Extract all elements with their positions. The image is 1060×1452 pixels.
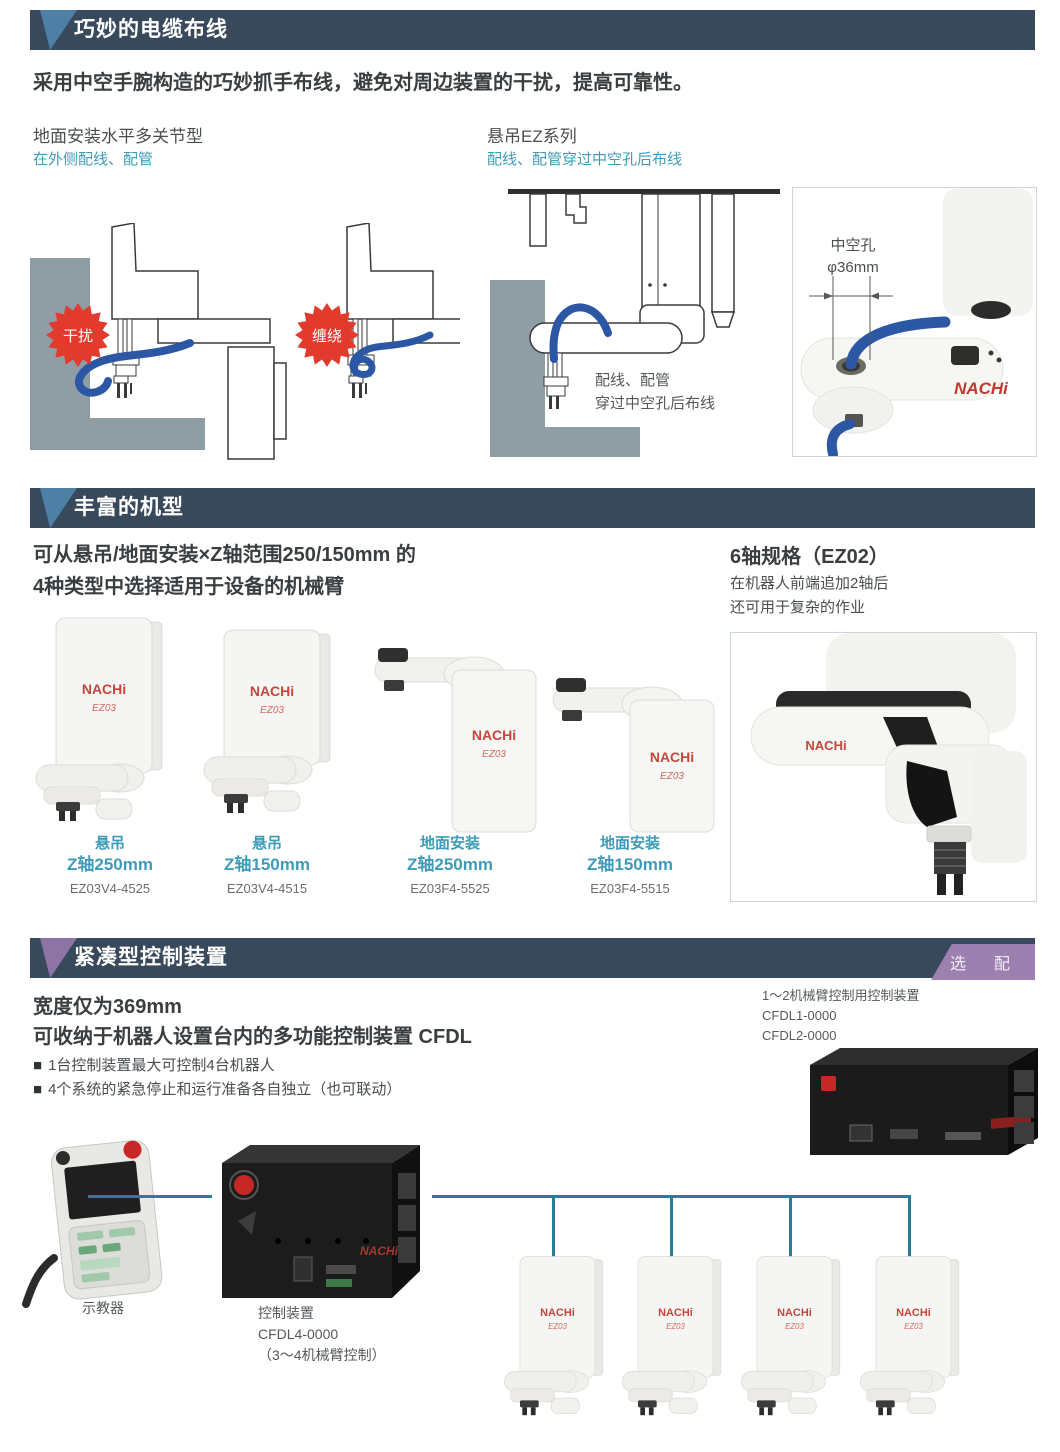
cable-through-hole-path	[549, 303, 612, 363]
six-axis-photo: NACHi	[730, 632, 1037, 902]
cable-entangled-path	[349, 331, 434, 379]
entangle-badge: 缠绕	[295, 303, 359, 367]
six-axis-title: 6轴规格（EZ02）	[730, 546, 889, 568]
nachi-logo: NACHi	[954, 379, 1009, 398]
emergency-stop-icon	[123, 1140, 142, 1159]
section1-title: 巧妙的电缆布线	[74, 18, 228, 41]
pendant-connection-line	[88, 1195, 212, 1198]
main-controller-line2: CFDL4-0000	[258, 1326, 339, 1342]
hanging-caption-line2: 穿过中空孔后布线	[595, 395, 715, 412]
product-photo-ceiling-150	[196, 616, 366, 831]
main-controller-line3: （3～4机械臂控制）	[258, 1347, 386, 1363]
nachi-logo: NACHi	[805, 738, 846, 753]
drop-line-1	[552, 1195, 555, 1257]
section3-header-bar: 紧凑型控制装置 选 配	[30, 938, 1035, 980]
section2-header-bar: 丰富的机型	[30, 488, 1035, 528]
section3-headline-line2: 可收纳于机器人设置台内的多功能控制装置 CFDL	[33, 1026, 472, 1048]
product-label-4: 地面安装 Z轴150mm EZ03F4-5515	[550, 834, 710, 898]
network-robot-2	[616, 1255, 749, 1423]
wall-shape	[490, 280, 640, 457]
svg-text:缠绕: 缠绕	[312, 327, 342, 345]
floor-type-subheading: 在外侧配线、配管	[33, 151, 154, 168]
interference-badge: 干扰	[46, 303, 110, 367]
product-z-range: Z轴150mm	[587, 855, 673, 875]
bullet-square-icon: ■	[33, 1057, 43, 1074]
small-controller-line1: 1～2机械臂控制用控制装置	[762, 988, 920, 1003]
section2-intro-line1: 可从悬吊/地面安装×Z轴范围250/150mm 的	[33, 544, 416, 566]
product-model: EZ03V4-4515	[226, 881, 308, 897]
product-model: EZ03F4-5525	[410, 881, 490, 897]
product-mount: 悬吊	[94, 835, 125, 852]
section2-title: 丰富的机型	[74, 496, 184, 519]
product-label-1: 悬吊 Z轴250mm EZ03V4-4525	[30, 834, 190, 898]
section2-intro-line2: 4种类型中选择适用于设备的机械臂	[33, 576, 345, 598]
section1-header-bar: 巧妙的电缆布线	[30, 10, 1035, 50]
floor-type-heading: 地面安装水平多关节型	[33, 127, 203, 146]
section3-bullet-2: ■4个系统的紧急停止和运行准备各自独立（也可联动）	[33, 1081, 402, 1098]
network-robot-4	[854, 1255, 987, 1423]
small-controller-label: 1～2机械臂控制用控制装置 CFDL1-0000 CFDL2-0000	[762, 986, 919, 1046]
network-robot-3	[735, 1255, 868, 1423]
small-controller-line2: CFDL1-0000	[762, 1008, 837, 1024]
small-controller-line3: CFDL2-0000	[762, 1028, 837, 1044]
teach-pendant-photo	[22, 1140, 163, 1308]
product-mount: 地面安装	[599, 835, 660, 852]
main-controller-label: 控制装置 CFDL4-0000 （3～4机械臂控制）	[258, 1303, 386, 1366]
product-z-range: Z轴150mm	[224, 855, 310, 875]
product-z-range: Z轴250mm	[407, 855, 493, 875]
hole-label-line2: φ36mm	[827, 259, 878, 276]
product-photo-ceiling-250	[28, 616, 198, 831]
drop-line-4	[908, 1195, 911, 1257]
small-controller-photo	[810, 1048, 1038, 1155]
bullet-square-icon: ■	[33, 1081, 43, 1098]
main-controller-line1: 控制装置	[258, 1305, 314, 1321]
hanging-type-subheading: 配线、配管穿过中空孔后布线	[487, 151, 683, 168]
cable-lower-path	[826, 419, 855, 459]
option-badge: 选 配	[931, 944, 1035, 980]
drop-line-2	[670, 1195, 673, 1257]
pendant-cable	[22, 1254, 58, 1308]
hanging-mount-diagram: 配线、配管 穿过中空孔后布线	[490, 189, 780, 457]
cable-upper-path	[845, 316, 951, 370]
product-label-2: 悬吊 Z轴150mm EZ03V4-4515	[187, 834, 347, 898]
section3-headline-line1: 宽度仅为369mm	[33, 996, 182, 1018]
svg-text:干扰: 干扰	[63, 328, 93, 345]
section3-bullet-1: ■1台控制装置最大可控制4台机器人	[33, 1057, 275, 1074]
section1-intro: 采用中空手腕构造的巧妙抓手布线，避免对周边装置的干扰，提高可靠性。	[33, 72, 693, 94]
hollow-hole-photo: 中空孔 φ36mm NACHi	[792, 187, 1037, 459]
six-axis-desc-line1: 在机器人前端追加2轴后	[730, 575, 889, 592]
section3-title: 紧凑型控制装置	[74, 946, 228, 969]
hanging-caption-line1: 配线、配管	[595, 372, 670, 389]
product-model: EZ03F4-5515	[590, 881, 670, 897]
hole-label-line1: 中空孔	[830, 237, 875, 254]
product-model: EZ03V4-4525	[69, 881, 151, 897]
nachi-logo: NACHi	[360, 1244, 399, 1258]
drop-line-3	[789, 1195, 792, 1257]
pendant-label: 示教器	[82, 1300, 124, 1316]
product-photo-floor-250	[370, 622, 540, 837]
emergency-stop-icon	[821, 1076, 836, 1091]
product-z-range: Z轴250mm	[67, 855, 153, 875]
floor-mount-diagram: 干扰 缠绕	[30, 223, 460, 460]
product-mount: 地面安装	[419, 835, 480, 852]
product-photo-floor-150	[548, 622, 718, 837]
hanging-type-heading: 悬吊EZ系列	[487, 127, 577, 146]
wall-shape	[30, 258, 205, 450]
product-mount: 悬吊	[251, 835, 282, 852]
main-controller-photo: NACHi	[222, 1145, 420, 1298]
network-robot-1	[498, 1255, 631, 1423]
product-label-3: 地面安装 Z轴250mm EZ03F4-5525	[370, 834, 530, 898]
emergency-stop-icon	[234, 1175, 254, 1195]
six-axis-desc-line2: 还可用于复杂的作业	[730, 599, 866, 616]
cable-path	[74, 339, 194, 397]
